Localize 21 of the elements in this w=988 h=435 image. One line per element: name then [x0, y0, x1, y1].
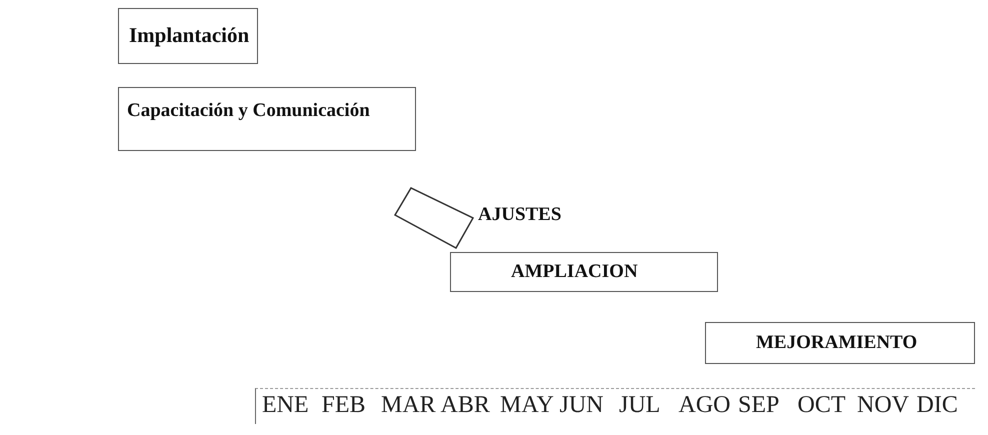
month-label: JUN: [560, 392, 604, 419]
phase-box: [450, 252, 718, 292]
phase-label: AMPLIACION: [511, 261, 638, 283]
month-label: ENE: [262, 392, 309, 419]
milestone-label: AJUSTES: [478, 204, 562, 226]
phase-label: Implantación: [129, 23, 250, 48]
phase-label: MEJORAMIENTO: [756, 332, 918, 354]
month-label: OCT: [798, 392, 846, 419]
month-label: SEP: [738, 392, 780, 419]
phase-box: [705, 322, 975, 364]
month-label: MAY: [500, 392, 554, 419]
month-label: MAR: [381, 392, 436, 419]
month-label: AGO: [678, 392, 730, 419]
month-label: DIC: [916, 392, 958, 419]
month-label: JUL: [619, 392, 660, 419]
phase-label: Capacitación y Comunicación: [127, 100, 370, 122]
phase-box: [118, 8, 258, 64]
month-label: ABR: [440, 392, 490, 419]
month-label: NOV: [857, 392, 909, 419]
phase-box: [118, 87, 416, 151]
month-label: FEB: [322, 392, 366, 419]
